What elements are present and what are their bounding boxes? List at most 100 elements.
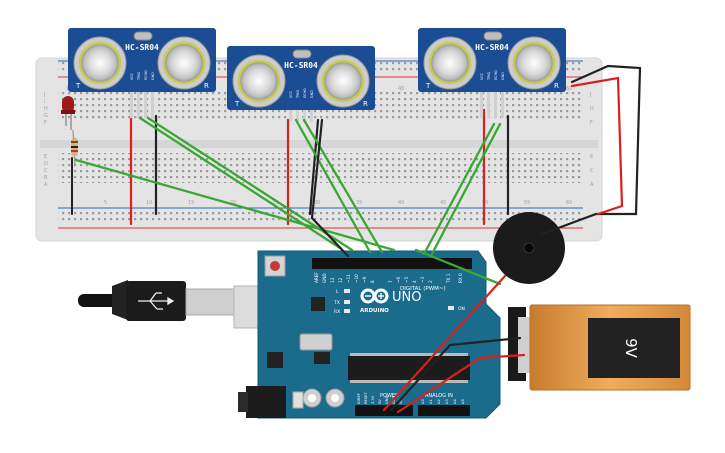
column-number: 50 [482, 200, 488, 206]
usb-symbol-icon [138, 292, 175, 310]
sensor-pin-label: VCC [289, 90, 293, 98]
led[interactable] [61, 96, 75, 130]
sensor-r-mark: R [363, 100, 368, 108]
breadboard-jumpers [71, 108, 510, 226]
pin-label: GND [322, 273, 327, 283]
sensor-pin-label: VCC [480, 72, 484, 80]
pin-label: 4 [412, 280, 417, 283]
pin-label: ~3 [420, 276, 425, 283]
sensor-t-mark: T [234, 100, 240, 108]
pin-label: ~6 [396, 276, 401, 283]
power-label: POWER [380, 393, 399, 399]
pin-label: ~5 [404, 276, 409, 283]
black-jumper[interactable] [308, 118, 320, 216]
column-number: 25 [272, 200, 278, 206]
battery-9v[interactable]: 9V [508, 304, 691, 391]
row-letter: G [44, 113, 48, 119]
row-letter: D [44, 161, 48, 167]
power-pin-label: Vin [399, 398, 403, 404]
column-number: 60 [566, 200, 572, 206]
sensor-pin-label: GND [151, 72, 155, 80]
column-number: 40 [398, 200, 404, 206]
column-number: 55 [524, 200, 530, 206]
arduino-uno-board[interactable]: AREF GND 13 12 ~11 ~10 ~9 8 7 ~6 ~5 4 ~3… [238, 250, 501, 419]
ultrasonic-sensor-2[interactable]: HC-SR04 T R VCC TRIG ECHO GND [227, 46, 375, 122]
pin-label: 8 [370, 280, 375, 283]
analog-pin-label: A5 [461, 399, 465, 404]
sensor-pin-label: ECHO [144, 70, 148, 80]
board-model-label: UNO [392, 290, 421, 305]
sensor-pin-label: ECHO [303, 88, 307, 98]
pin-label: 12 [338, 277, 343, 283]
power-pin-label: IOREF [357, 393, 361, 404]
sensor-pin-label: ECHO [494, 70, 498, 80]
usb-cable[interactable] [78, 280, 263, 329]
led-label-rx: RX [334, 309, 340, 315]
power-pin-label: 3.3V [371, 395, 375, 404]
digital-label: DIGITAL (PWM~) [400, 286, 446, 292]
row-letter: A [44, 182, 48, 188]
sensor-pin-label: GND [310, 90, 314, 98]
row-letter: F [44, 120, 47, 126]
sensor-model-label: HC-SR04 [125, 43, 159, 52]
column-number: 5 [104, 200, 107, 206]
green-wire[interactable] [294, 118, 372, 254]
analog-pin-label: A1 [429, 399, 433, 404]
led-label-l: L [336, 289, 339, 295]
black-wire[interactable] [540, 64, 642, 236]
resistor[interactable] [71, 129, 78, 167]
pin-label: AREF [314, 272, 319, 283]
green-wire[interactable] [74, 158, 396, 252]
analog-pin-label: A2 [437, 399, 441, 404]
led-label-tx: TX [333, 300, 340, 306]
arduino-logo [360, 288, 389, 304]
analog-pin-label: A3 [445, 399, 449, 404]
pin-label: 13 [330, 277, 335, 283]
red-wire[interactable] [382, 274, 507, 412]
green-wire[interactable] [422, 122, 496, 256]
sensor-pin-label: GND [501, 72, 505, 80]
row-letter: C [44, 168, 48, 174]
column-number: 40 [398, 86, 404, 92]
green-signal-wires [74, 116, 502, 286]
power-pin-label: GND [385, 396, 389, 404]
pin-label: 2 [428, 280, 433, 283]
row-letter: E [44, 154, 47, 160]
sensor-pin-label: VCC [130, 72, 134, 80]
black-wire[interactable] [389, 336, 522, 412]
battery-label: 9V [622, 338, 640, 359]
row-letter: F [590, 120, 593, 126]
brand-label: ARDUINO [360, 308, 389, 314]
green-wire[interactable] [302, 118, 384, 254]
row-letter: C [590, 168, 594, 174]
green-wire[interactable] [430, 122, 502, 256]
row-letter: A [590, 182, 594, 188]
column-number: 30 [314, 200, 320, 206]
ultrasonic-sensor-1[interactable]: HC-SR04 T R VCC TRIG ECHO GND [68, 28, 216, 118]
sensor-pin-label: TRIG [137, 72, 141, 81]
green-wire[interactable] [414, 248, 502, 286]
power-jack [246, 386, 286, 418]
pin-label: ~11 [346, 274, 351, 283]
row-letter: J [589, 92, 591, 98]
sensor-pin-label: TRIG [296, 90, 300, 99]
ultrasonic-sensor-3[interactable]: HC-SR04 T R VCC TRIG ECHO GND [418, 28, 566, 118]
sensor-t-mark: T [75, 82, 81, 90]
power-pin-label: 5V [378, 399, 382, 404]
row-letter: H [44, 106, 48, 112]
red-wire[interactable] [570, 76, 624, 216]
piezo-buzzer[interactable] [493, 212, 565, 284]
pin-label: TX 1 [446, 273, 451, 284]
red-wire[interactable] [396, 353, 526, 414]
row-letter: H [590, 106, 594, 112]
pin-label: ~10 [354, 274, 359, 283]
microcontroller-chip [348, 356, 470, 380]
column-number: 35 [356, 200, 362, 206]
row-letter: E [590, 154, 593, 160]
analog-pin-label: A0 [421, 399, 425, 404]
row-letter: I [44, 99, 45, 105]
on-label: ON [458, 306, 465, 312]
analog-label: ANALOG IN [425, 393, 453, 399]
black-wire[interactable] [310, 118, 350, 258]
